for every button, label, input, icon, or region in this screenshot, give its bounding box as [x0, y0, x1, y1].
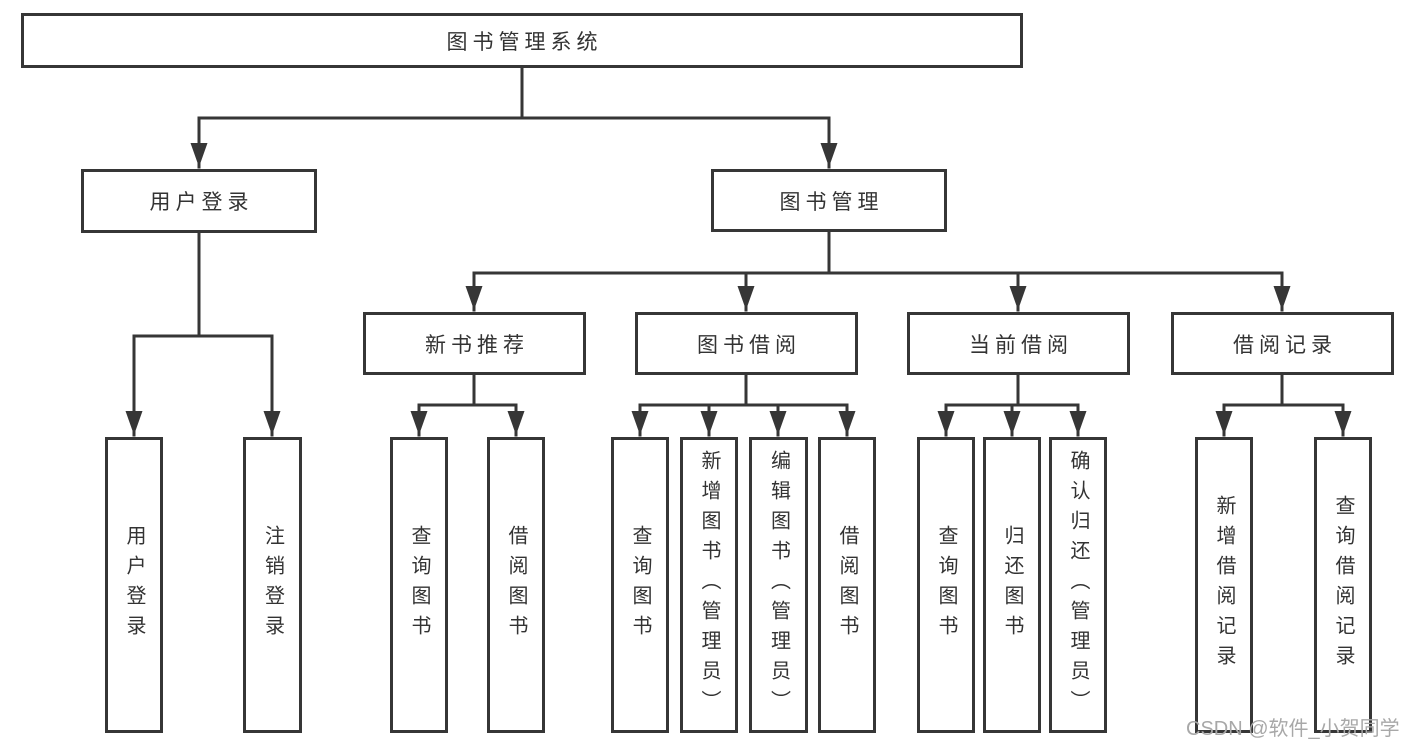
node-label: 注销登录: [261, 525, 284, 645]
leaf-query-books-borrow: 查询图书: [611, 437, 669, 733]
node-label: 用户登录: [123, 525, 145, 645]
node-book-borrowing: 图书借阅: [635, 312, 858, 375]
leaf-edit-books-admin: 编辑图书（管理员）: [749, 437, 808, 733]
node-label: 借阅记录: [1233, 333, 1337, 357]
node-user-login: 用户登录: [81, 169, 317, 233]
node-label: 归还图书: [1001, 525, 1023, 645]
node-label: 查询借阅记录: [1332, 495, 1354, 675]
leaf-user-login: 用户登录: [105, 437, 163, 733]
node-label: 新增借阅记录: [1213, 495, 1235, 675]
node-label: 查询图书: [408, 525, 430, 645]
leaf-query-borrow-record: 查询借阅记录: [1314, 437, 1372, 733]
node-label: 新增图书（管理员）: [698, 450, 720, 720]
node-label: 图书管理系统: [446, 30, 603, 54]
node-label: 图书管理: [779, 190, 884, 214]
node-current-borrowing: 当前借阅: [907, 312, 1130, 375]
node-book-management: 图书管理: [711, 169, 947, 232]
node-label: 编辑图书（管理员）: [767, 450, 790, 720]
leaf-borrow-books: 借阅图书: [818, 437, 876, 733]
leaf-borrow-books-newbook: 借阅图书: [487, 437, 545, 733]
leaf-logout: 注销登录: [243, 437, 302, 733]
node-label: 借阅图书: [505, 525, 527, 645]
leaf-query-books-newbook: 查询图书: [390, 437, 448, 733]
node-borrow-records: 借阅记录: [1171, 312, 1394, 375]
leaf-query-books-current: 查询图书: [917, 437, 975, 733]
node-label: 用户登录: [149, 191, 254, 214]
node-label: 查询图书: [629, 525, 651, 645]
node-label: 确认归还（管理员）: [1067, 450, 1089, 720]
leaf-add-books-admin: 新增图书（管理员）: [680, 437, 738, 733]
csdn-watermark: CSDN @软件_小贺同学: [1186, 718, 1400, 740]
node-label: 借阅图书: [836, 525, 858, 645]
node-new-book-recommend: 新书推荐: [363, 312, 586, 375]
leaf-add-borrow-record: 新增借阅记录: [1195, 437, 1253, 733]
node-library-system: 图书管理系统: [21, 13, 1023, 68]
node-label: 查询图书: [935, 525, 957, 645]
leaf-return-books: 归还图书: [983, 437, 1041, 733]
node-label: 当前借阅: [969, 333, 1073, 357]
node-label: 新书推荐: [425, 333, 529, 357]
node-label: 图书借阅: [697, 333, 801, 357]
leaf-confirm-return-admin: 确认归还（管理员）: [1049, 437, 1107, 733]
